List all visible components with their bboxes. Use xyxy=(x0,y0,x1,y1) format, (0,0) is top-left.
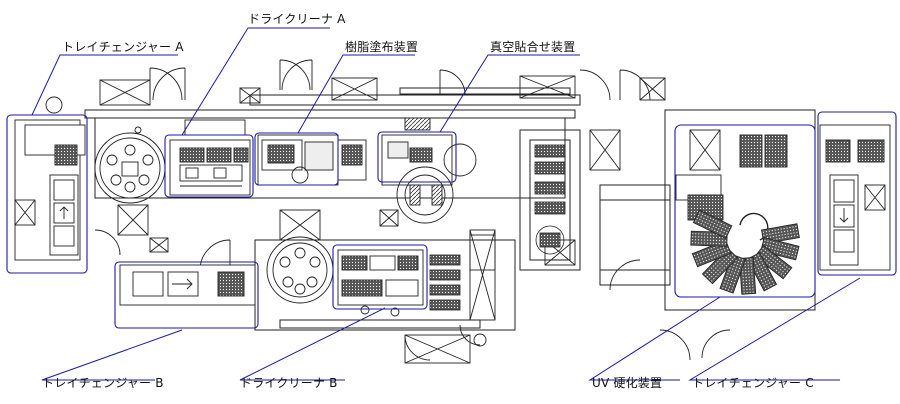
uv-slot xyxy=(691,239,732,268)
box-uv-curing xyxy=(674,124,816,298)
uv-slot xyxy=(719,254,746,294)
box-tray-changer-a xyxy=(6,114,88,274)
dry-cleaner-b-unit xyxy=(337,249,424,317)
uv-rotary-slots xyxy=(690,209,800,295)
door-swings xyxy=(45,59,731,361)
turntable-b xyxy=(266,236,334,304)
label-vacuum-bonder: 真空貼合せ装置 xyxy=(490,40,576,54)
box-vacuum-bonder xyxy=(377,131,457,183)
label-tray-changer-b: トレイチェンジャー B xyxy=(42,376,164,390)
dry-cleaner-a-unit xyxy=(169,119,251,196)
vacuum-bonder-unit xyxy=(381,117,477,224)
label-dry-cleaner-a: ドライクリーナ A xyxy=(248,12,346,26)
uv-slot xyxy=(738,257,757,295)
uv-slot xyxy=(761,223,800,245)
tray-changer-b-unit xyxy=(119,264,256,306)
box-tray-changer-b xyxy=(114,261,259,329)
box-resin-coater xyxy=(254,132,339,186)
tray-changer-c-unit xyxy=(819,124,891,271)
box-dry-cleaner-b xyxy=(332,244,428,310)
label-tray-changer-c: トレイチェンジャー C xyxy=(692,376,814,390)
label-resin-coater: 樹脂塗布装置 xyxy=(345,40,419,54)
uv-slot xyxy=(754,245,793,280)
tray-changer-a-unit xyxy=(14,119,86,261)
uv-curing-unit xyxy=(675,134,788,241)
uv-slot xyxy=(760,237,800,261)
box-dry-cleaner-a xyxy=(164,134,254,198)
resin-coater-unit xyxy=(257,134,367,186)
label-dry-cleaner-b: ドライクリーナ B xyxy=(240,376,338,390)
callout-lines xyxy=(31,27,861,381)
uv-slot xyxy=(692,209,733,239)
box-tray-changer-c xyxy=(817,111,897,276)
highlight-boxes xyxy=(6,111,897,329)
label-tray-changer-a: トレイチェンジャー A xyxy=(62,40,184,54)
turntable-a xyxy=(94,126,166,204)
uv-slot xyxy=(746,252,778,292)
label-uv-curing: UV 硬化装置 xyxy=(592,376,663,390)
uv-slot xyxy=(701,247,739,285)
tray-stacks-middle xyxy=(429,144,566,311)
